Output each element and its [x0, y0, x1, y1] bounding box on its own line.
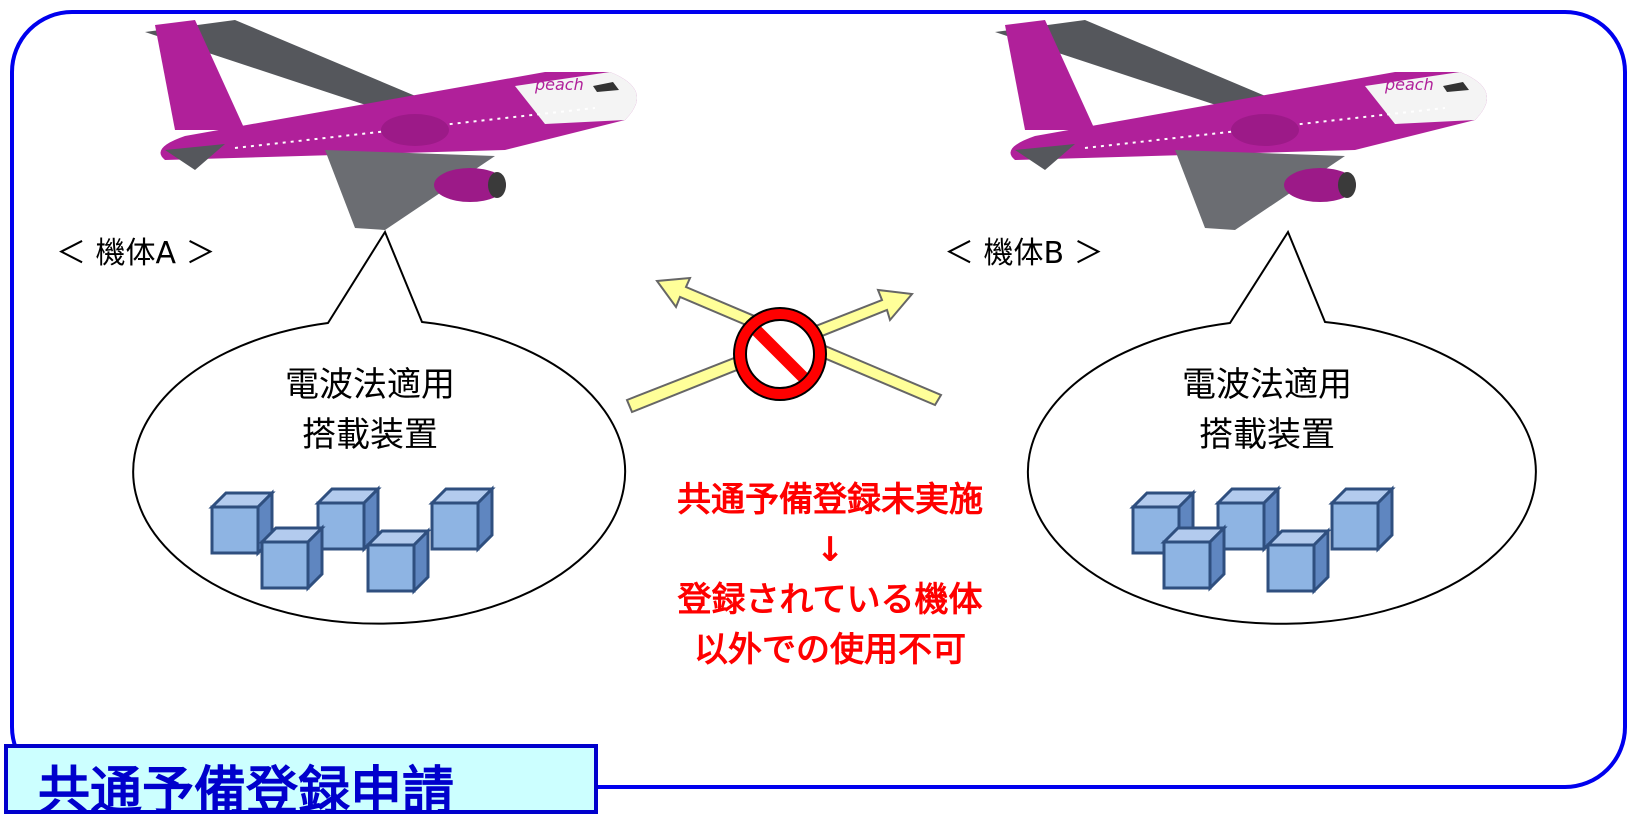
- equipment-line2: 搭載装置: [302, 415, 438, 455]
- cube-icon: [430, 487, 494, 551]
- cube-icon: [1330, 487, 1394, 551]
- warning-line1: 共通予備登録未実施: [677, 480, 983, 520]
- aircraft-b-label: ＜ 機体B ＞: [944, 236, 1104, 271]
- equipment-line2: 搭載装置: [1199, 415, 1335, 455]
- warning-text: 共通予備登録未実施 ↓ 登録されている機体 以外での使用不可: [600, 475, 1060, 675]
- warning-line2: 登録されている機体: [677, 580, 983, 620]
- cube-icon: [1216, 487, 1280, 551]
- equipment-line1: 電波法適用: [1182, 365, 1352, 405]
- prohibited-icon: [733, 307, 827, 401]
- cube-icon: [366, 529, 430, 593]
- equipment-line1: 電波法適用: [285, 365, 455, 405]
- aircraft-a-label: ＜ 機体A ＞: [56, 236, 216, 271]
- cube-icon: [1266, 529, 1330, 593]
- cube-icon: [260, 526, 324, 590]
- cube-icon: [1162, 526, 1226, 590]
- aircraft-b-airplane-icon: [994, 19, 1488, 231]
- aircraft-a-airplane-icon: [144, 19, 638, 231]
- title-box: 共通予備登録申請: [4, 744, 598, 814]
- warning-arrow: ↓: [815, 530, 845, 570]
- equipment-text-a: 電波法適用 搭載装置: [240, 360, 500, 460]
- page-title: 共通予備登録申請: [38, 762, 455, 814]
- cube-icon: [316, 487, 380, 551]
- equipment-text-b: 電波法適用 搭載装置: [1137, 360, 1397, 460]
- warning-line3: 以外での使用不可: [694, 630, 966, 670]
- outer-frame: [10, 10, 1627, 789]
